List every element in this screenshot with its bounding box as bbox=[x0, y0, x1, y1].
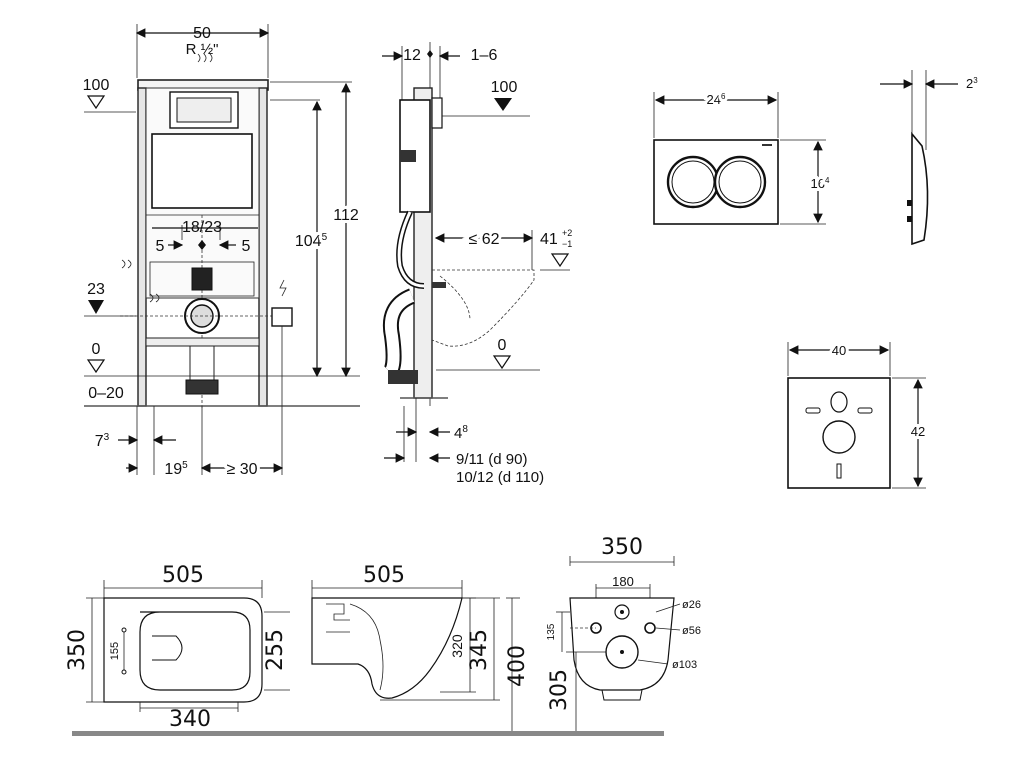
dim-19-label: 19 bbox=[164, 461, 182, 478]
bowl-back-view: 350 180 ø26 ø56 ø103 135 305 bbox=[546, 535, 701, 734]
svg-text:48: 48 bbox=[454, 424, 468, 442]
plate-width-sup: 6 bbox=[721, 92, 726, 101]
bowl-back-135-label: 135 bbox=[546, 623, 557, 640]
pipe-d90-label: 9/11 (d 90) bbox=[456, 451, 527, 468]
side-dim-4-sup: 8 bbox=[462, 424, 468, 435]
svg-text:246: 246 bbox=[707, 92, 726, 107]
bowl-back-width-label: 350 bbox=[601, 535, 643, 560]
svg-text:73: 73 bbox=[95, 432, 110, 450]
height-104-sup: 5 bbox=[322, 232, 328, 243]
dim-19-sup: 5 bbox=[182, 460, 188, 471]
bowl-side-view: 505 320 345 400 bbox=[311, 563, 530, 734]
svg-text:1045: 1045 bbox=[295, 232, 328, 250]
side-level-100-label: 100 bbox=[491, 79, 518, 96]
plate-depth-sup: 3 bbox=[973, 76, 978, 85]
bowl-side-320-label: 320 bbox=[449, 634, 465, 658]
bowl-back-d103-label: ø103 bbox=[672, 659, 697, 671]
right-5-label: 5 bbox=[242, 238, 251, 255]
pad-height-label: 42 bbox=[911, 424, 925, 439]
plate-width-label: 24 bbox=[707, 92, 721, 107]
bowl-back-305-label: 305 bbox=[547, 669, 572, 711]
height-104-label: 104 bbox=[295, 233, 322, 250]
side-dim-4-label: 4 bbox=[454, 425, 462, 442]
plate-depth-label: 2 bbox=[966, 76, 973, 91]
dim-30-label: ≥ 30 bbox=[226, 461, 257, 478]
side-dim-62-label: ≤ 62 bbox=[468, 231, 499, 248]
frame-front-view: 50 R ½" 18/23 5 5 bbox=[83, 24, 362, 481]
bowl-top-inner-width-label: 255 bbox=[263, 629, 288, 671]
bowl-top-inner-length-label: 340 bbox=[169, 707, 211, 732]
side-dim-1-6-label: 1–6 bbox=[471, 47, 498, 64]
spacing-18-23-label: 18/23 bbox=[182, 219, 222, 236]
bowl-top-155-label: 155 bbox=[109, 642, 121, 660]
dim-7-label: 7 bbox=[95, 433, 104, 450]
bowl-top-length-label: 505 bbox=[162, 563, 204, 588]
level-0-20-label: 0–20 bbox=[88, 385, 124, 402]
pipe-d110-label: 10/12 (d 110) bbox=[456, 469, 544, 486]
frame-side-view: 12 1–6 100 ≤ 62 41 +2 −1 0 bbox=[382, 42, 572, 486]
side-dim-41-tol-plus: +2 bbox=[562, 228, 572, 238]
svg-text:164: 164 bbox=[811, 176, 830, 191]
frame-width-label: 50 bbox=[193, 25, 211, 42]
bowl-side-400-label: 400 bbox=[505, 645, 530, 687]
svg-text:195: 195 bbox=[164, 460, 188, 478]
bowl-back-d26-label: ø26 bbox=[682, 599, 701, 611]
bowl-top-width-label: 350 bbox=[65, 629, 90, 671]
side-dim-41-tol-minus: −1 bbox=[562, 239, 572, 249]
side-level-0-label: 0 bbox=[498, 337, 507, 354]
bowl-top-view: 505 350 255 155 340 bbox=[65, 563, 290, 732]
level-23-label: 23 bbox=[87, 281, 105, 298]
side-dim-12-label: 12 bbox=[403, 47, 421, 64]
bowl-back-d56-label: ø56 bbox=[682, 625, 701, 637]
height-112-label: 112 bbox=[333, 207, 359, 224]
flush-plate-view: 246 164 23 bbox=[653, 70, 978, 246]
bowl-back-spacing-label: 180 bbox=[612, 574, 634, 589]
thread-label: R ½" bbox=[186, 41, 219, 58]
bowl-side-345-label: 345 bbox=[467, 629, 492, 671]
plate-height-sup: 4 bbox=[825, 176, 830, 185]
level-0-label: 0 bbox=[92, 341, 101, 358]
svg-text:23: 23 bbox=[966, 76, 978, 91]
side-dim-41-label: 41 bbox=[540, 231, 558, 248]
dim-7-sup: 3 bbox=[104, 432, 110, 443]
pad-width-label: 40 bbox=[832, 343, 846, 358]
sound-pad-view: 40 42 bbox=[787, 340, 928, 489]
bowl-side-length-label: 505 bbox=[363, 563, 405, 588]
floor-line bbox=[72, 731, 664, 736]
left-5-label: 5 bbox=[156, 238, 165, 255]
level-100-label: 100 bbox=[83, 77, 110, 94]
plate-height-label: 16 bbox=[811, 176, 825, 191]
